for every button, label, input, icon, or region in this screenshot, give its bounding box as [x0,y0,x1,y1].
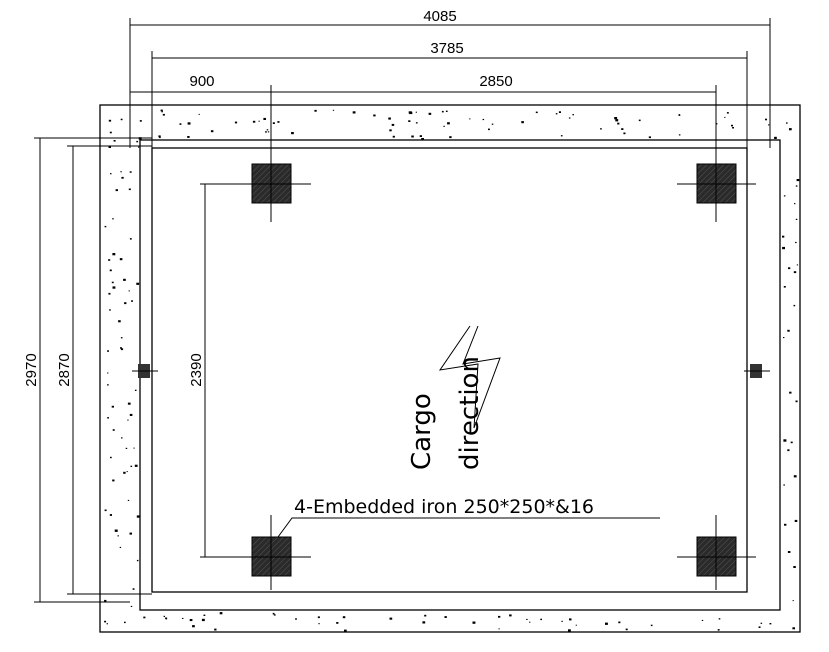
direction-label: direction [455,356,485,470]
pit-outer-rect [139,139,781,611]
dim-left-offset-label: 900 [189,73,214,90]
cargo-label: Cargo [407,393,437,470]
iron-plate-top-left [232,150,311,222]
dim-overall-width-label: 4085 [423,8,456,25]
dim-left-offset: 900 [130,73,272,160]
iron-plate-bottom-left [232,515,311,590]
dim-iron-spacing-x: 2850 [271,73,717,160]
left-anchor-bolt [132,364,158,378]
pit-inner-rect [151,147,748,593]
iron-plate-top-right [677,150,756,222]
note-leader [277,517,660,538]
dim-overall-height: 2970 [23,137,152,603]
iron-plate-bottom-right [677,515,756,590]
dim-iron-spacing-y-label: 2390 [188,353,205,386]
concrete-slab-outline [99,104,801,633]
cargo-direction-arrow-icon [438,325,501,429]
right-anchor-bolt [744,364,770,378]
dim-overall-width: 4085 [129,8,771,148]
dim-overall-height-label: 2970 [23,353,40,386]
dim-inner-height: 2870 [56,145,152,595]
dim-inner-width: 3785 [151,40,748,148]
dim-inner-height-label: 2870 [56,353,73,386]
dim-iron-spacing-x-label: 2850 [479,73,512,90]
concrete-speckles [104,109,800,632]
embedded-iron-note: 4-Embedded iron 250*250*&16 [294,496,594,518]
dim-inner-width-label: 3785 [430,40,463,57]
